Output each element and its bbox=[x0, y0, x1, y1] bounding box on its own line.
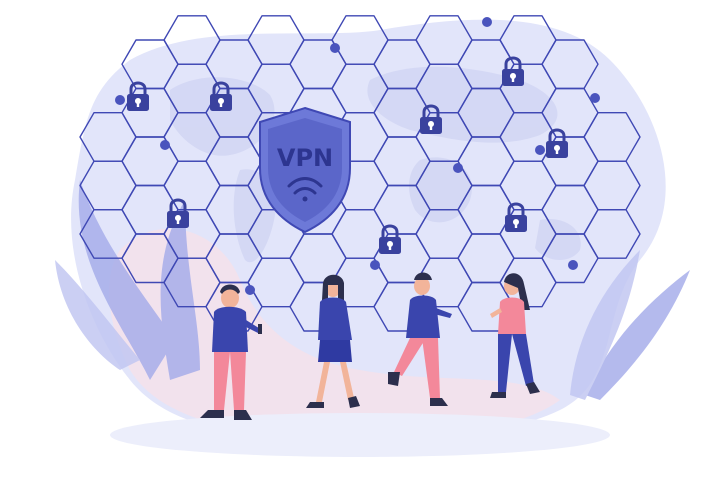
lock-icons bbox=[127, 56, 568, 254]
vpn-shield: VPN bbox=[259, 106, 351, 234]
network-node bbox=[115, 95, 125, 105]
lock-icon bbox=[127, 81, 149, 111]
network-node bbox=[160, 140, 170, 150]
network-node bbox=[482, 17, 492, 27]
person-4 bbox=[490, 273, 540, 398]
network-node bbox=[590, 93, 600, 103]
lock-icon bbox=[505, 202, 527, 232]
network-node bbox=[370, 260, 380, 270]
hexagon-cell bbox=[583, 209, 641, 259]
lock-icon bbox=[420, 104, 442, 134]
network-node bbox=[330, 43, 340, 53]
network-node bbox=[453, 163, 463, 173]
lock-icon bbox=[167, 198, 189, 228]
lock-icon bbox=[546, 128, 568, 158]
wifi-icon bbox=[287, 177, 323, 202]
person-3 bbox=[388, 272, 452, 406]
network-node bbox=[535, 145, 545, 155]
lock-icon bbox=[379, 224, 401, 254]
vpn-label: VPN bbox=[277, 144, 333, 172]
person-2 bbox=[306, 274, 360, 408]
network-node bbox=[245, 285, 255, 295]
lock-icon bbox=[502, 56, 524, 86]
foliage-right bbox=[570, 250, 690, 400]
network-nodes bbox=[115, 17, 600, 295]
lock-icon bbox=[210, 81, 232, 111]
person-1 bbox=[200, 284, 262, 420]
network-node bbox=[568, 260, 578, 270]
